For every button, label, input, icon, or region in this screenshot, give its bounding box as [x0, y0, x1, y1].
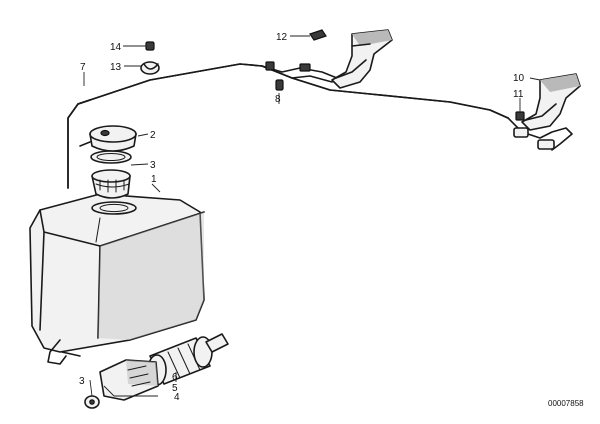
pump-bracket: [99, 359, 159, 401]
hose-clip: [140, 61, 160, 75]
callout-1: 1: [151, 174, 157, 185]
washer-jet-left: [331, 29, 393, 89]
callout-11: 11: [513, 89, 524, 100]
callout-10: 10: [513, 73, 525, 84]
washer-jet-right: [521, 73, 581, 131]
nozzle-connector: [309, 29, 327, 41]
callout-13: 13: [110, 62, 122, 73]
reservoir-cap: [79, 125, 137, 152]
washer-hose: [77, 61, 509, 119]
callout-8: 8: [275, 94, 281, 105]
callout-5: 5: [172, 383, 178, 394]
filler-neck: [91, 169, 131, 199]
check-valve: [515, 111, 525, 121]
gasket-ring: [90, 150, 132, 164]
callout-4: 4: [174, 392, 180, 403]
diagram-reference-number: 00007858: [548, 399, 584, 408]
hose-clamp: [275, 79, 284, 91]
callout-3-ring: 3: [150, 160, 156, 171]
bracket-screw: [84, 395, 100, 409]
washer-pump: [147, 333, 229, 386]
callout-6: 6: [172, 372, 178, 383]
callout-7: 7: [80, 62, 86, 73]
callout-14: 14: [110, 42, 122, 53]
heater-wire: [507, 117, 573, 151]
callout-3-screw: 3: [79, 376, 85, 387]
washer-reservoir: [29, 193, 205, 365]
clip-cap: [145, 41, 155, 51]
callout-2: 2: [150, 130, 156, 141]
leader-lines: [83, 35, 541, 397]
callout-12: 12: [276, 32, 288, 43]
